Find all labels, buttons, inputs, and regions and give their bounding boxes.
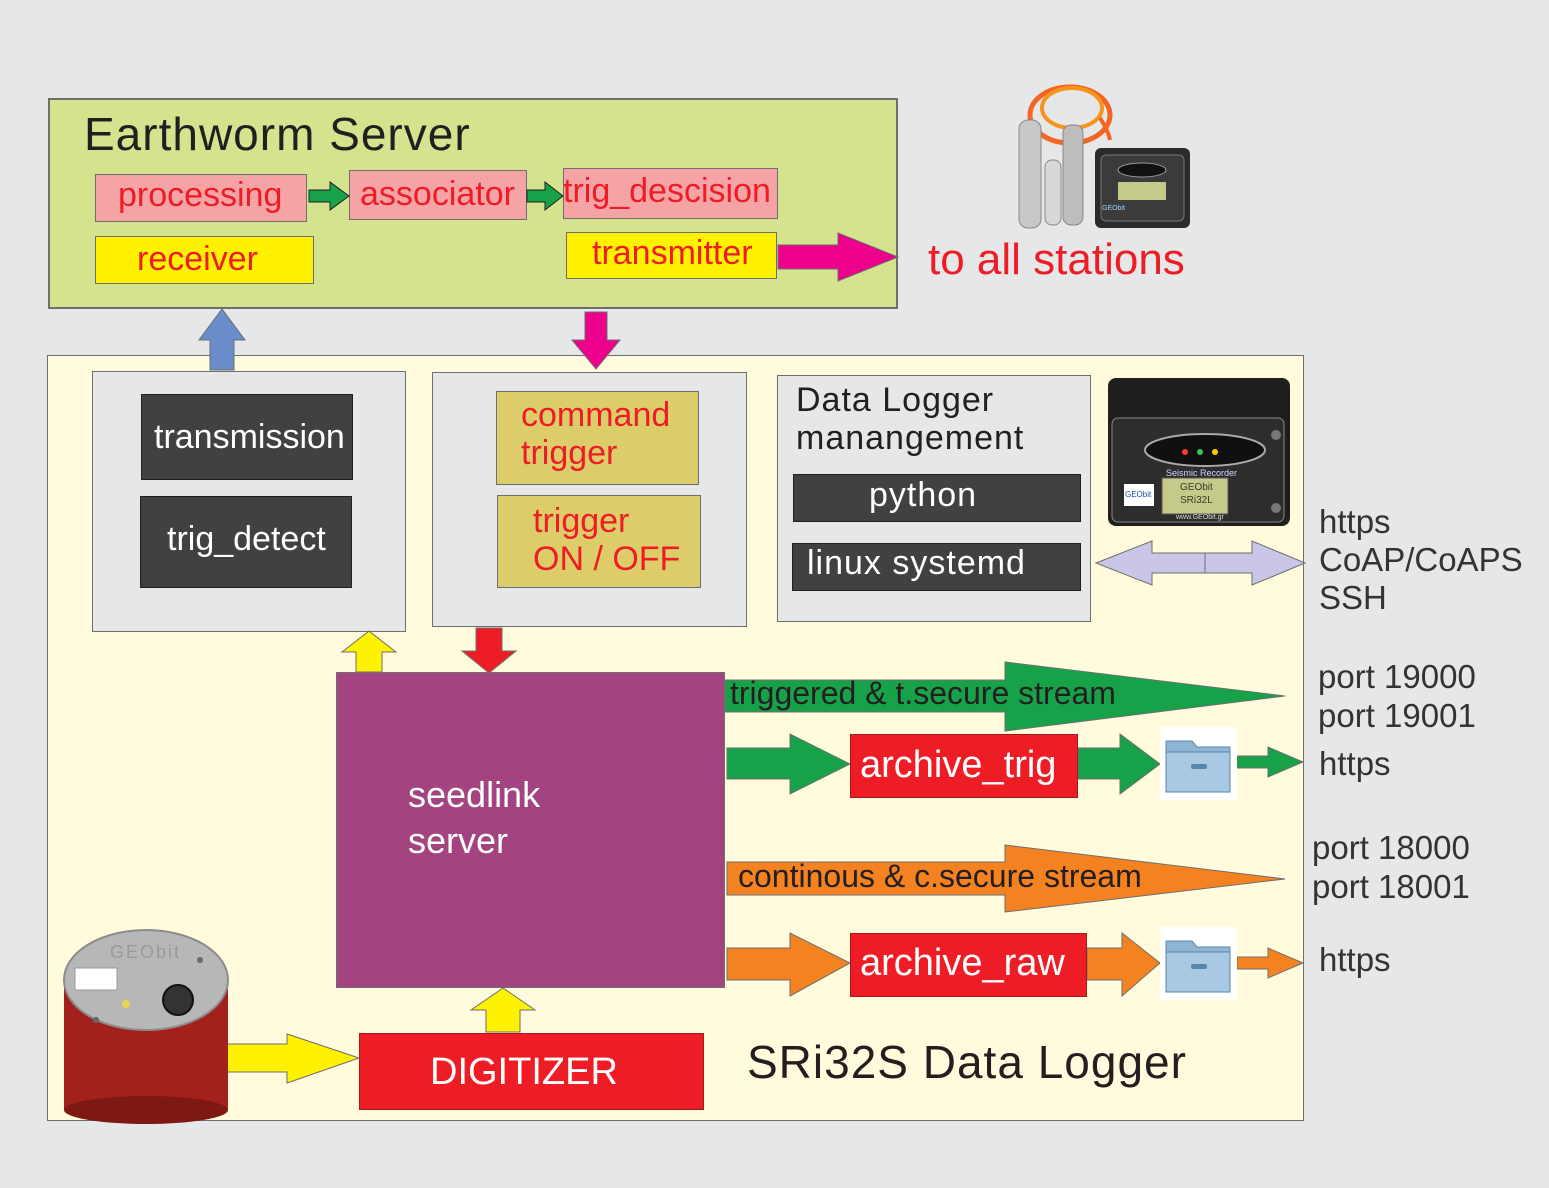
- orange-arrow-archive-raw-folder: [1086, 931, 1161, 998]
- triggered-stream-label: triggered & t.secure stream: [730, 675, 1116, 711]
- recorder-brand: GEObit: [1125, 490, 1152, 499]
- receiver-label: receiver: [137, 240, 258, 278]
- continuous-stream-arrow: [726, 844, 1286, 913]
- data-logger-title: SRi32S Data Logger: [747, 1036, 1187, 1088]
- digitizer-box: [359, 1033, 704, 1110]
- python-box: [793, 474, 1081, 522]
- lavender-double-arrow: [1094, 540, 1307, 586]
- green-arrow-to-archive-trig: [726, 733, 852, 795]
- yellow-arrow-up-digitizer: [469, 987, 537, 1033]
- transmitter-box: [566, 232, 777, 279]
- folder-icon-trig: [1160, 727, 1237, 800]
- to-all-stations-label: to all stations: [928, 235, 1185, 284]
- port-19000: port 19000: [1318, 658, 1476, 695]
- archive-trig-label: archive_trig: [860, 744, 1057, 786]
- trig-detect-box: [140, 496, 352, 588]
- yellow-arrow-sensor-digitizer: [209, 1033, 361, 1084]
- associator-label: associator: [360, 175, 515, 213]
- red-arrow-down-seedlink: [460, 627, 518, 674]
- continuous-stream-label: continous & c.secure stream: [738, 858, 1142, 894]
- blue-arrow-up: [198, 308, 246, 371]
- trig-https: https: [1319, 745, 1391, 782]
- seedlink-line2: server: [408, 820, 509, 861]
- transmitter-label: transmitter: [592, 234, 753, 272]
- management-title-line1: Data Logger: [796, 381, 995, 419]
- green-arrow-folder-https: [1236, 746, 1305, 778]
- green-arrow-associator-trig: [526, 180, 564, 212]
- trigger-onoff-line1: trigger: [533, 502, 630, 540]
- trigger-onoff-box: [497, 495, 701, 588]
- borehole-sensors-image: [1018, 84, 1113, 229]
- command-trigger-line1: command: [521, 396, 671, 434]
- magenta-arrow-down: [570, 311, 622, 370]
- systemd-label: linux systemd: [807, 544, 1026, 582]
- seedlink-server-box: [336, 672, 725, 988]
- seismic-recorder-image: [1108, 378, 1290, 526]
- orange-arrow-folder-https: [1236, 947, 1305, 979]
- trigger-onoff-line2: ON / OFF: [533, 540, 681, 578]
- magenta-arrow-to-stations: [777, 232, 900, 282]
- recorder-url: www.GEObit.gr: [1176, 514, 1224, 521]
- sensor-brand: GEObit: [110, 942, 182, 962]
- protocol-coap: CoAP/CoAPS: [1319, 541, 1523, 578]
- processing-label: processing: [118, 176, 283, 214]
- triggered-stream-arrow: [724, 661, 1286, 732]
- green-arrow-processing-associator: [308, 181, 350, 211]
- port-18001: port 18001: [1312, 868, 1470, 905]
- folder-icon-raw: [1160, 927, 1237, 1000]
- receiver-box: [95, 236, 314, 284]
- trig-decision-label: trig_descision: [563, 172, 771, 210]
- green-arrow-archive-trig-folder: [1077, 733, 1161, 795]
- orange-arrow-to-archive-raw: [726, 932, 852, 997]
- port-19001: port 19001: [1318, 697, 1476, 734]
- archive-raw-box: [850, 933, 1087, 997]
- command-trigger-line2: trigger: [521, 434, 618, 472]
- trig-detect-label: trig_detect: [167, 520, 326, 558]
- archive-raw-label: archive_raw: [860, 942, 1065, 984]
- seedlink-line1: seedlink: [408, 774, 541, 815]
- systemd-box: [792, 543, 1081, 591]
- trig-decision-box: [563, 168, 778, 219]
- command-trigger-box: [496, 391, 699, 485]
- recorder-screen-line1: GEObit: [1180, 482, 1213, 493]
- transmission-box: [141, 394, 353, 480]
- protocol-https: https: [1319, 503, 1391, 540]
- python-label: python: [869, 476, 978, 514]
- raw-https: https: [1319, 941, 1391, 978]
- earthworm-server-title: Earthworm Server: [84, 108, 471, 160]
- archive-trig-box: [850, 734, 1078, 798]
- protocol-ssh: SSH: [1319, 579, 1387, 616]
- seismometer-sensor-image: [63, 929, 229, 1124]
- recorder-caption: Seismic Recorder: [1166, 468, 1238, 478]
- processing-box: [95, 174, 307, 222]
- recorder-screen-line2: SRi32L: [1180, 495, 1213, 506]
- small-recorder-image: [1095, 148, 1190, 228]
- port-18000: port 18000: [1312, 829, 1470, 866]
- yellow-arrow-up-transmission: [340, 630, 398, 673]
- digitizer-label: DIGITIZER: [430, 1051, 618, 1093]
- small-recorder-brand: GEObit: [1102, 205, 1125, 212]
- management-title-line2: manangement: [796, 419, 1025, 457]
- transmission-label: transmission: [154, 418, 345, 456]
